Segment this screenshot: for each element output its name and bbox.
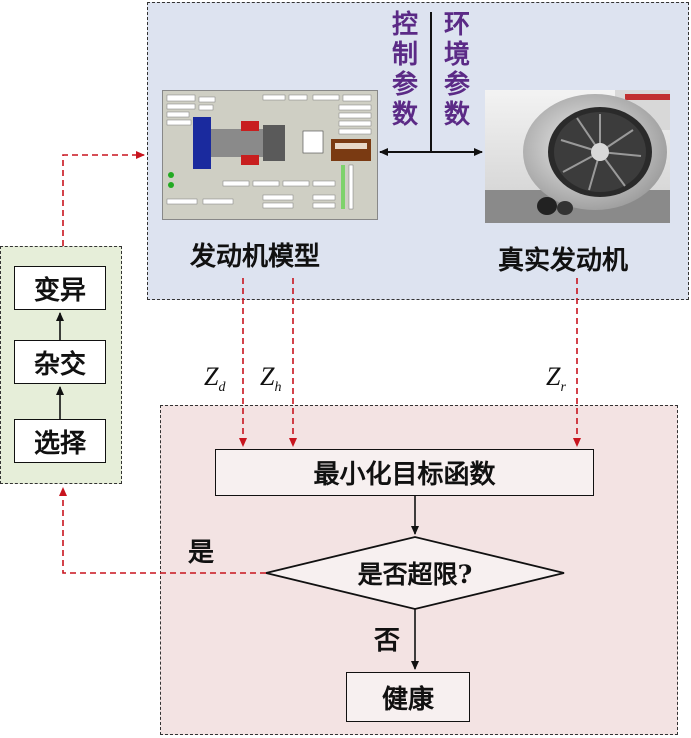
crossover-box: 杂交: [14, 340, 106, 384]
no-label: 否: [374, 626, 401, 656]
mutation-box: 变异: [14, 266, 106, 310]
healthy-box: 健康: [346, 672, 470, 722]
overlimit-decision-diamond: [265, 536, 565, 610]
overlimit-question: 是否超限?: [357, 560, 473, 589]
zd-label: Zd: [204, 362, 226, 396]
selection-box: 选择: [14, 419, 106, 463]
environment-parameters-label: 环 境 参 数: [443, 10, 470, 130]
yes-feedback-arrow: [59, 487, 266, 574]
real-engine-label: 真实发动机: [498, 246, 629, 276]
control-parameters-label: 控 制 参 数: [391, 10, 418, 130]
zr-label: Zr: [546, 362, 566, 396]
real-engine-image: [485, 90, 670, 223]
yes-label: 是: [188, 538, 215, 568]
minimize-objective-box: 最小化目标函数: [215, 449, 594, 496]
engine-model-image: [162, 90, 378, 220]
ga-to-model-arrow: [62, 151, 145, 246]
engine-model-label: 发动机模型: [190, 242, 321, 272]
zh-label: Zh: [260, 362, 282, 396]
